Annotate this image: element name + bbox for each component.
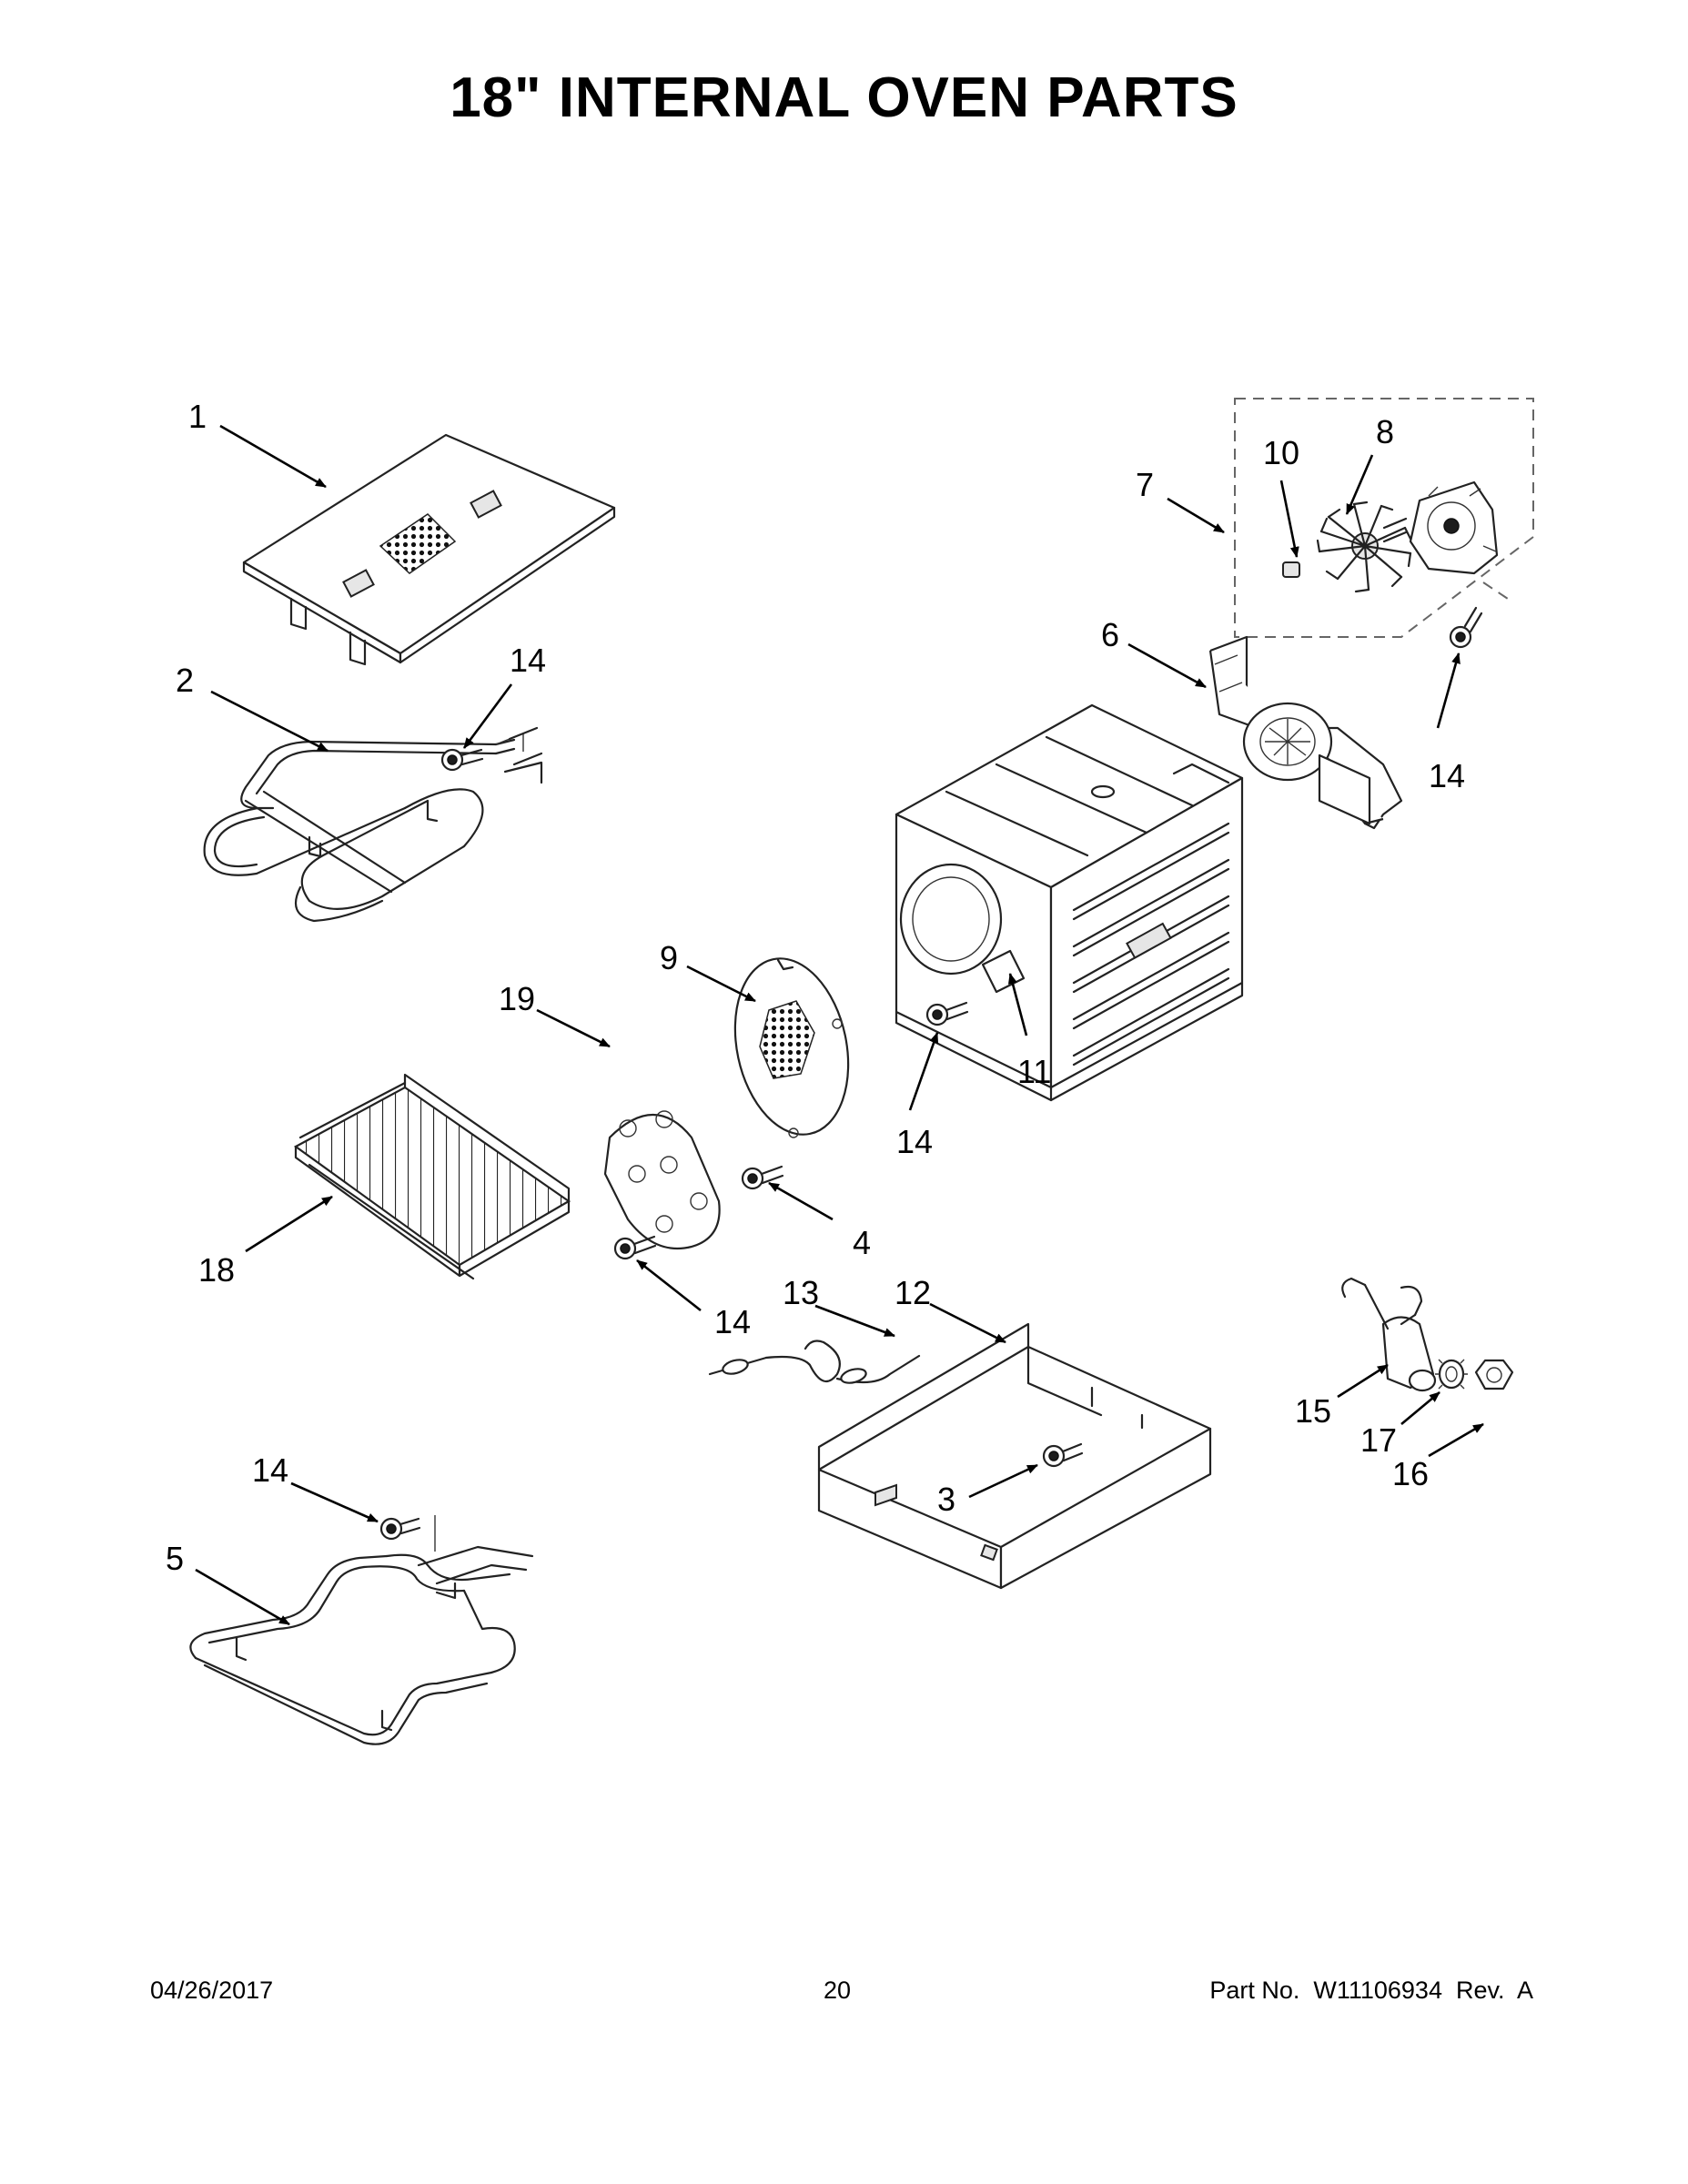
oven-rack-part xyxy=(293,1073,571,1280)
callout-labels: 1 2 14 7 10 8 6 14 9 19 11 14 18 4 13 12… xyxy=(166,398,1465,1577)
callout-14: 14 xyxy=(252,1451,288,1489)
fan-bracket-part xyxy=(1208,635,1403,830)
convection-fan-assembly xyxy=(1234,398,1534,638)
callout-12: 12 xyxy=(895,1274,931,1311)
callout-17: 17 xyxy=(1360,1421,1397,1459)
callout-6: 6 xyxy=(1101,616,1119,653)
fan-cover-part xyxy=(733,957,850,1138)
screw-part xyxy=(925,1001,969,1026)
footer-page-number: 20 xyxy=(824,1977,852,2004)
callout-7: 7 xyxy=(1136,466,1154,503)
fan-motor-part xyxy=(1382,480,1499,575)
footer-part-number: Part No. W11106934 Rev. A xyxy=(1209,1977,1533,2004)
page-title: 18" INTERNAL OVEN PARTS xyxy=(450,66,1238,129)
light-socket-part xyxy=(1341,1277,1437,1392)
callout-14: 14 xyxy=(1429,757,1465,794)
screw-part xyxy=(1449,606,1483,649)
callout-3: 3 xyxy=(937,1481,955,1518)
top-panel-part xyxy=(242,433,616,666)
broil-element-part xyxy=(203,726,543,923)
drawer-pan-part xyxy=(817,1322,1212,1590)
footer-date: 04/26/2017 xyxy=(150,1977,274,2004)
probe-part xyxy=(708,1340,921,1384)
screw-part xyxy=(379,1517,421,1541)
screw-part xyxy=(1042,1442,1084,1468)
screw-part xyxy=(440,748,484,772)
callout-5: 5 xyxy=(166,1540,184,1577)
callout-19: 19 xyxy=(499,980,535,1017)
callout-16: 16 xyxy=(1392,1455,1429,1492)
callout-11: 11 xyxy=(1017,1053,1051,1090)
washer-part xyxy=(1435,1359,1468,1390)
callout-14: 14 xyxy=(714,1303,751,1340)
callout-10: 10 xyxy=(1263,434,1299,471)
fan-blade-part xyxy=(1316,500,1412,593)
leader-arrows xyxy=(195,424,1484,1626)
screw-part xyxy=(741,1165,784,1190)
callout-13: 13 xyxy=(783,1274,819,1311)
oven-cavity-part xyxy=(895,703,1244,1102)
callout-15: 15 xyxy=(1295,1392,1331,1430)
callout-4: 4 xyxy=(853,1224,871,1261)
fan-nut-part xyxy=(1282,561,1300,578)
callout-14: 14 xyxy=(896,1123,933,1160)
callout-18: 18 xyxy=(198,1251,235,1289)
callout-2: 2 xyxy=(176,662,194,699)
screw-part xyxy=(613,1235,657,1260)
nut-part xyxy=(1474,1359,1514,1390)
callout-1: 1 xyxy=(188,398,207,435)
fan-baffle-part xyxy=(603,1110,721,1250)
callout-8: 8 xyxy=(1376,413,1394,450)
callout-9: 9 xyxy=(660,939,678,976)
bake-element-part xyxy=(189,1515,534,1745)
callout-14: 14 xyxy=(510,642,546,679)
